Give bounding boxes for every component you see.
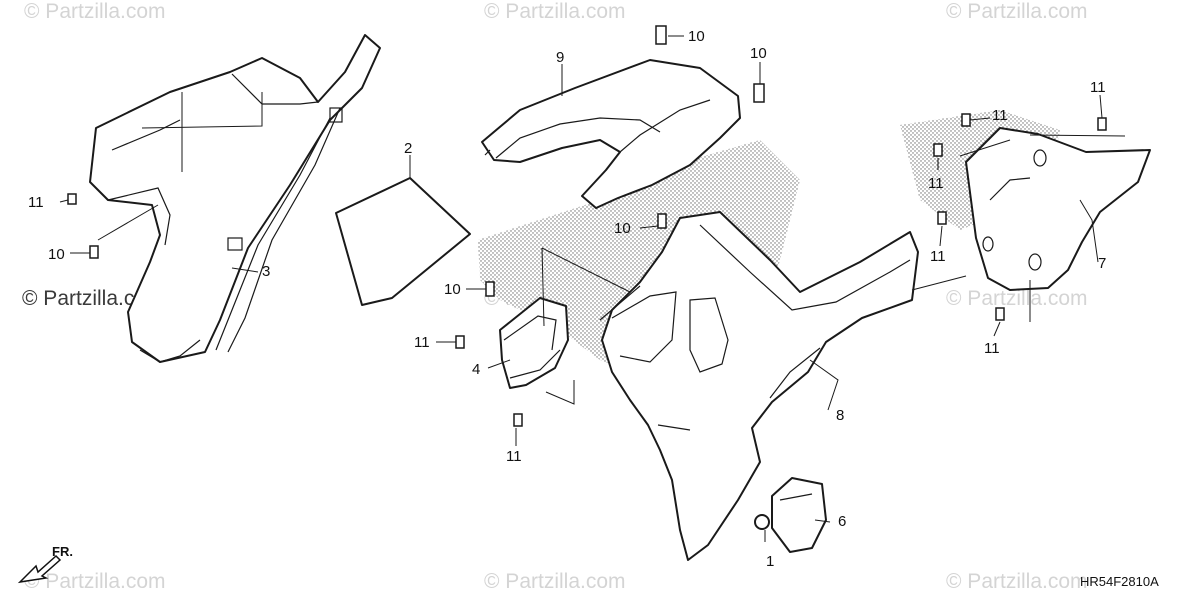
leader-lines <box>59 35 1126 542</box>
watermark: © Partzilla.com <box>946 287 1088 310</box>
callout-11: 11 <box>506 448 522 465</box>
part-9-top-cover <box>481 59 741 209</box>
drawing-code: HR54F2810A <box>1080 574 1159 589</box>
front-direction-label: FR. <box>52 544 73 559</box>
part-6-small-cover <box>771 477 827 553</box>
callout-3: 3 <box>262 263 270 280</box>
callout-10: 10 <box>688 28 705 45</box>
callout-10: 10 <box>614 220 631 237</box>
watermark: © Partzilla.com <box>484 570 626 593</box>
part-2-panel <box>335 177 471 306</box>
callout-8: 8 <box>836 407 844 424</box>
watermark: © Partzilla.com <box>24 0 166 23</box>
watermark: © Partzilla.com <box>946 0 1088 23</box>
callouts: 1 2 3 4 6 7 8 9 10 10 10 10 10 11 11 11 … <box>28 28 1106 570</box>
part-3-left-cover <box>89 34 381 363</box>
watermark: © Partzilla.com <box>24 570 166 593</box>
callout-2: 2 <box>404 140 412 157</box>
part-7-right-plate <box>965 127 1151 291</box>
front-direction-arrow: FR. <box>17 544 73 584</box>
watermark-dark: © Partzilla.com <box>22 287 164 310</box>
callout-10: 10 <box>444 281 461 298</box>
callout-4: 4 <box>472 361 480 378</box>
callout-6: 6 <box>838 513 846 530</box>
part-1-grommet <box>754 514 770 530</box>
callout-11: 11 <box>414 334 430 351</box>
callout-7: 7 <box>1098 255 1106 272</box>
watermark: © Partzilla.com <box>484 0 626 23</box>
part-4-bracket <box>499 297 569 389</box>
callout-11: 11 <box>930 248 946 265</box>
callout-1: 1 <box>766 553 774 570</box>
callout-11: 11 <box>928 175 944 192</box>
callout-11: 11 <box>992 107 1008 124</box>
callout-11: 11 <box>28 194 44 211</box>
callout-10: 10 <box>750 45 767 62</box>
part-8-main-cover <box>599 211 919 561</box>
callout-11: 11 <box>1090 79 1106 96</box>
callout-9: 9 <box>556 49 564 66</box>
callout-11: 11 <box>984 340 1000 357</box>
fasteners <box>67 25 1107 427</box>
watermark: © Partzilla.com <box>946 570 1088 593</box>
callout-10: 10 <box>48 246 65 263</box>
